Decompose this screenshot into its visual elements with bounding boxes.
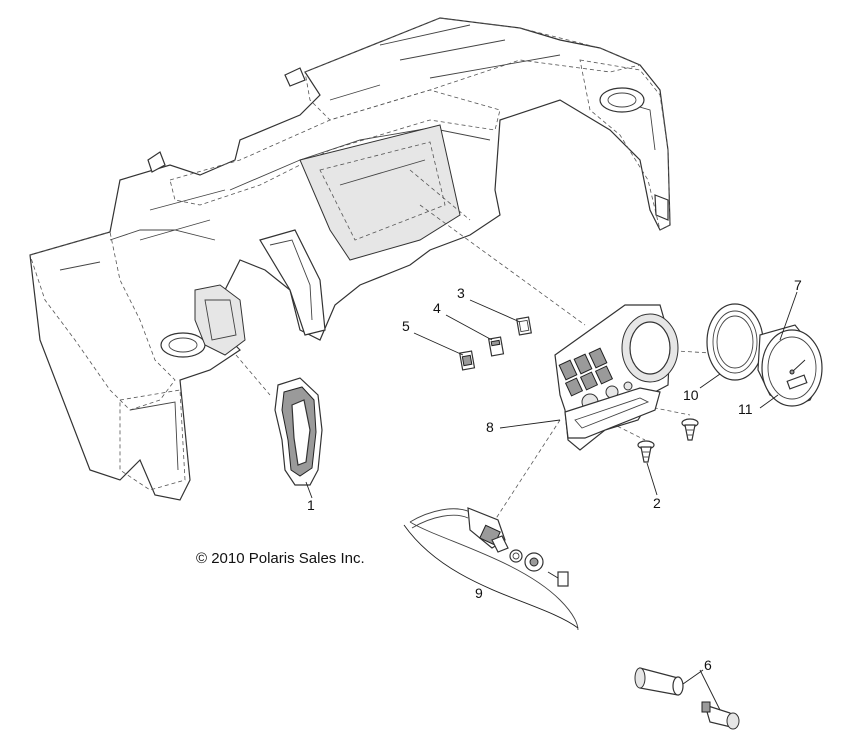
callout-2: 2 — [653, 495, 661, 511]
callout-3: 3 — [457, 285, 465, 301]
callout-labels: 1 2 3 4 5 6 7 8 9 10 11 — [307, 277, 802, 673]
part-11-speedometer-gauge — [757, 324, 823, 407]
callout-4: 4 — [433, 300, 441, 316]
part-2-fastener-b — [681, 418, 699, 441]
part-8-instrument-bezel — [554, 304, 679, 451]
callout-1: 1 — [307, 497, 315, 513]
dashboard-body — [29, 17, 671, 501]
callout-9: 9 — [475, 585, 483, 601]
part-2-fastener — [637, 440, 655, 463]
part-1-grip-trim — [274, 377, 323, 486]
callout-10: 10 — [683, 387, 699, 403]
callout-6: 6 — [704, 657, 712, 673]
part-9-ignition-switch — [409, 507, 579, 631]
part-3-switch-insert — [516, 316, 532, 336]
part-10-gauge-ring — [706, 303, 764, 381]
part-4-switch-insert — [488, 336, 505, 357]
callout-8: 8 — [486, 419, 494, 435]
callout-5: 5 — [402, 318, 410, 334]
part-6-power-socket — [634, 667, 740, 730]
callout-7: 7 — [794, 277, 802, 293]
callout-11: 11 — [738, 401, 753, 417]
part-5-switch-insert — [459, 350, 476, 371]
copyright-notice: © 2010 Polaris Sales Inc. — [196, 550, 365, 567]
callout-leaders — [305, 291, 798, 711]
